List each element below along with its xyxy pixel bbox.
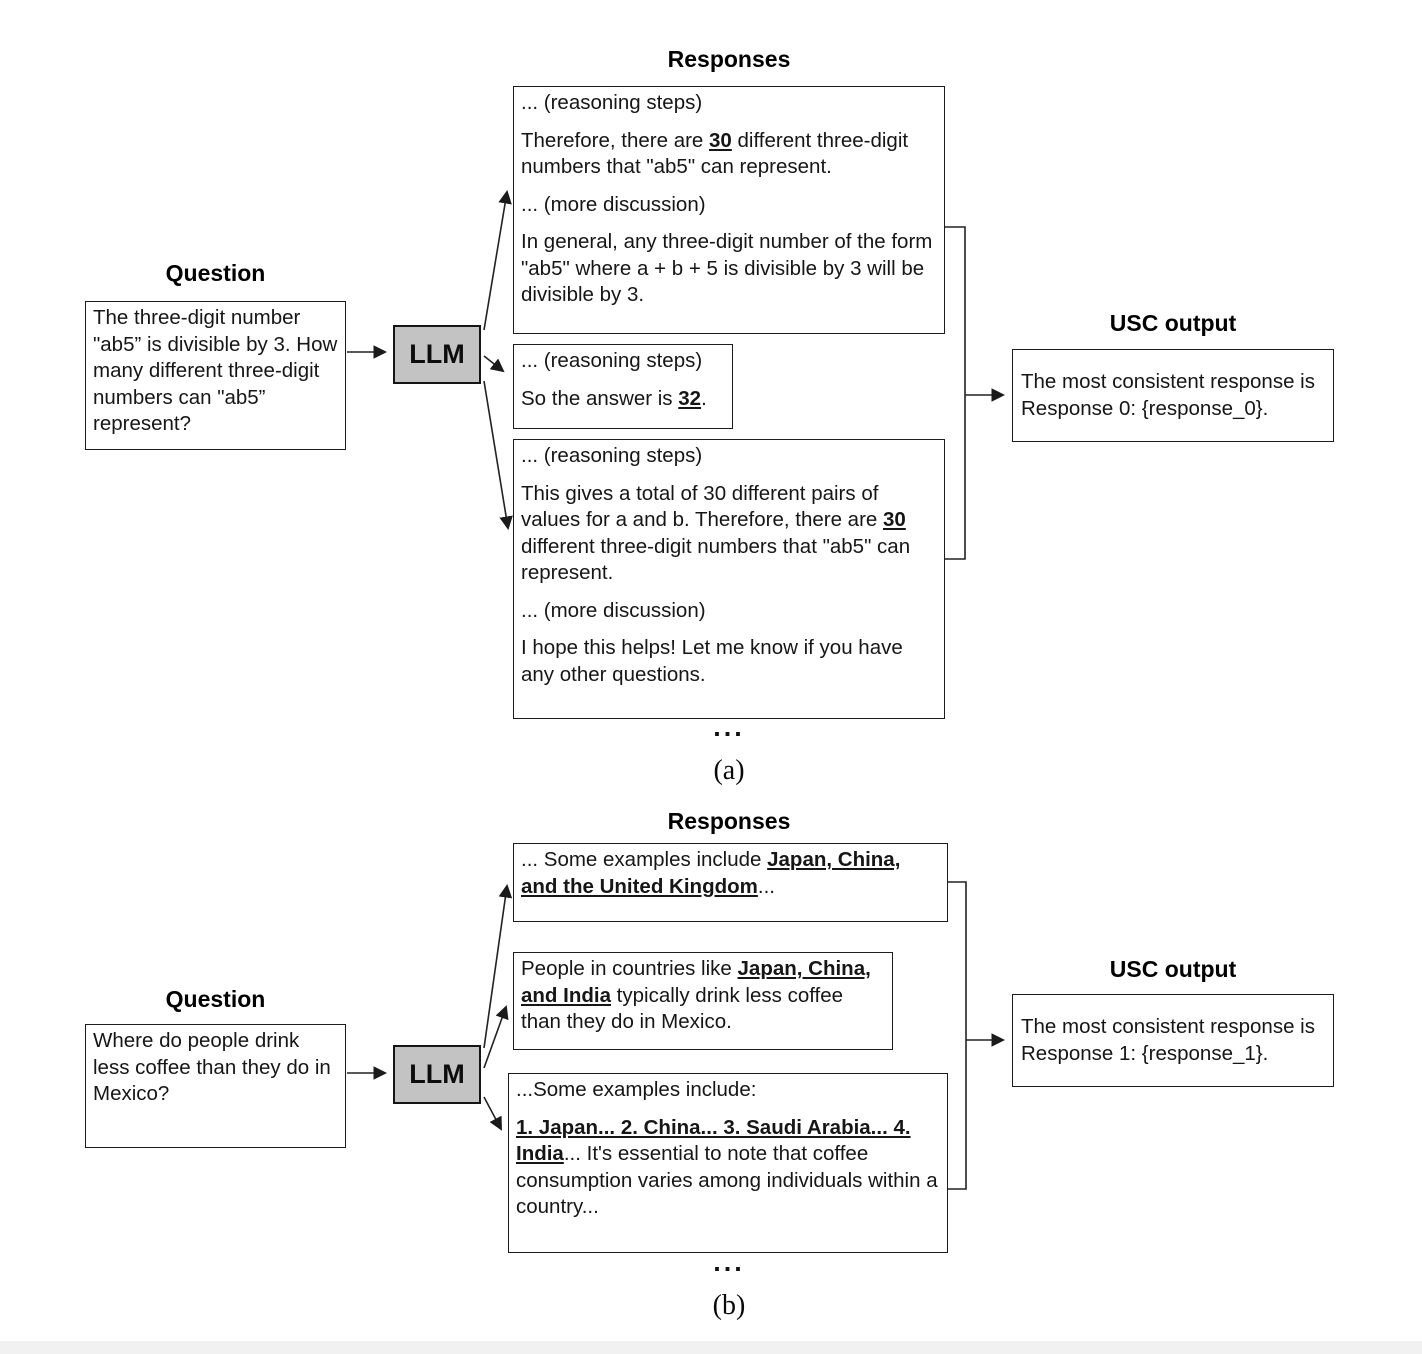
usc-output-title-a: USC output	[1109, 310, 1237, 336]
arrow-llm-to-response3-a	[483, 380, 513, 531]
arrow-llm-to-response2-b	[483, 1005, 509, 1069]
question-box-b: Where do people drink less coffee than t…	[85, 1024, 346, 1148]
more-responses-ellipsis-b: ...	[713, 1247, 745, 1277]
response-box-a3: ... (reasoning steps)This gives a total …	[513, 439, 945, 719]
response-box-a2: ... (reasoning steps)So the answer is 32…	[513, 344, 733, 429]
bracket-responses-b	[948, 881, 967, 1190]
response-box-b2: People in countries like Japan, China, a…	[513, 952, 893, 1050]
more-responses-ellipsis-a: ...	[713, 712, 745, 742]
arrow-llm-to-response2-a	[483, 355, 505, 373]
question-box-a: The three-digit number "ab5” is divisibl…	[85, 301, 346, 450]
response-box-b1: ... Some examples include Japan, China, …	[513, 843, 948, 922]
page-edge-strip	[0, 1341, 1422, 1354]
usc-output-box-a: The most consistent response is Response…	[1012, 349, 1334, 442]
arrow-llm-to-response1-a	[483, 189, 512, 331]
caption-a: (a)	[713, 755, 745, 786]
bracket-responses-a	[945, 226, 966, 560]
usc-output-title-b: USC output	[1109, 956, 1237, 982]
response-box-b3: ...Some examples include:1. Japan... 2. …	[508, 1073, 948, 1253]
responses-title-a: Responses	[667, 46, 791, 72]
caption-b: (b)	[712, 1290, 746, 1321]
usc-output-box-b: The most consistent response is Response…	[1012, 994, 1334, 1087]
arrow-llm-to-response3-b	[483, 1096, 502, 1131]
response-box-a1: ... (reasoning steps)Therefore, there ar…	[513, 86, 945, 334]
llm-box-a: LLM	[393, 325, 481, 384]
responses-title-b: Responses	[667, 808, 791, 834]
question-title-a: Question	[165, 260, 266, 286]
arrow-llm-to-response1-b	[483, 883, 513, 1049]
llm-box-b: LLM	[393, 1045, 481, 1104]
question-title-b: Question	[165, 986, 266, 1012]
